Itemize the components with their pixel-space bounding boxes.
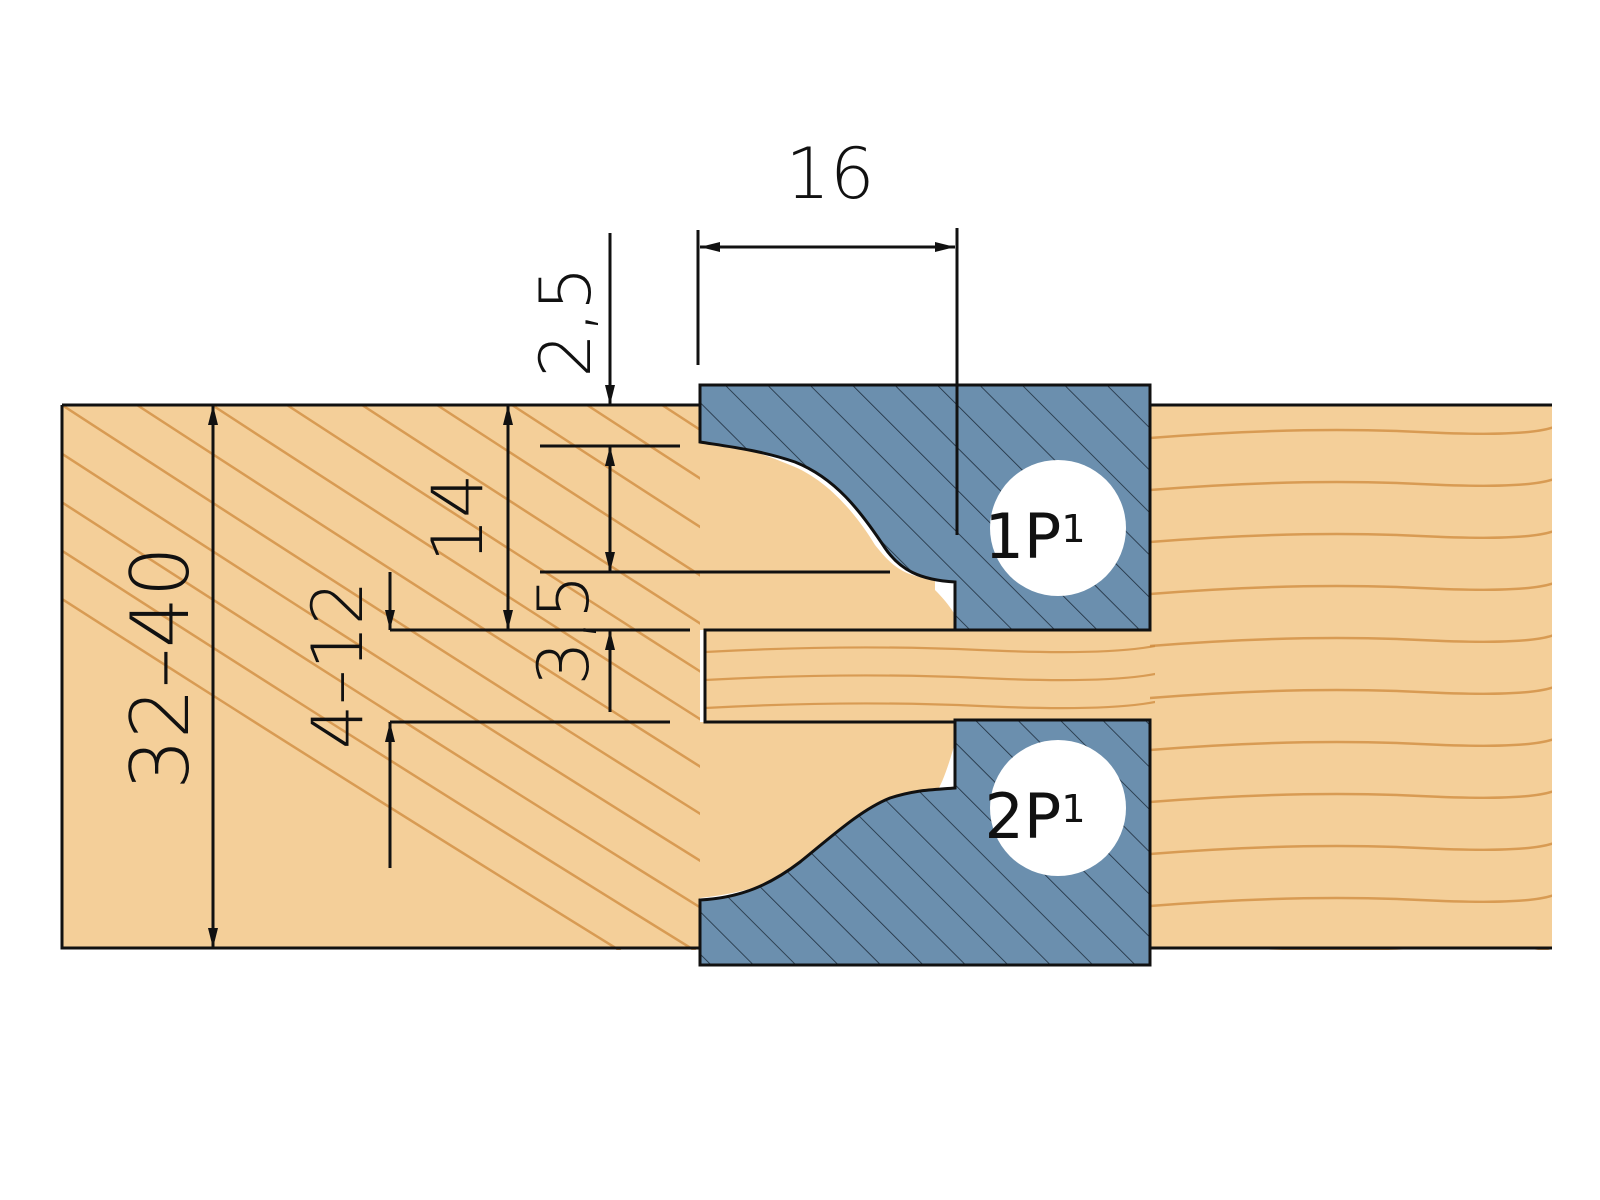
dim-groove-step: [540, 446, 690, 712]
left-wood-body: [62, 405, 960, 948]
dim-14-text: 14: [417, 473, 499, 562]
grain-line: [1150, 478, 1552, 492]
dim-2-5-text: 2,5: [525, 266, 607, 377]
grain-line: [1150, 790, 1552, 804]
grain-line: [705, 700, 1155, 710]
cutter-2p1: 2P1: [698, 718, 1152, 967]
grain-line: [62, 597, 622, 950]
left-workpiece: [60, 403, 960, 950]
grain-line: [62, 549, 697, 950]
left-wood-outline: [60, 403, 700, 950]
grain-line: [62, 452, 700, 863]
grain-line: [705, 672, 1155, 682]
dim-16-text: 16: [785, 133, 874, 215]
cutter-1p1-sub: 1: [1061, 507, 1085, 551]
grain-line: [705, 644, 1155, 654]
grain-line: [1150, 738, 1552, 752]
tongue-outline: [703, 628, 960, 724]
cutter-1p1-label: 1P1: [984, 500, 1085, 573]
dim-tongue: [385, 572, 670, 868]
grain-line: [1150, 842, 1552, 856]
grain-line: [1150, 686, 1552, 700]
right-grain: [1150, 426, 1552, 950]
cutter-2p1-sub: 1: [1061, 787, 1085, 831]
grain-line: [435, 405, 700, 577]
cutter-1p1-outline: [698, 383, 1152, 632]
grain-line: [1150, 530, 1552, 544]
cutter-2p1-label: 2P1: [984, 780, 1085, 853]
right-workpiece: [703, 403, 1552, 950]
cutter-2p1-badge: [990, 740, 1126, 876]
right-wood-outline: [1150, 403, 1552, 950]
grain-line: [285, 405, 700, 673]
cutter-1p1: 1P1: [698, 383, 1152, 632]
grain-line: [1150, 894, 1552, 908]
grain-line: [210, 405, 700, 721]
right-wood-body: [1150, 405, 1552, 948]
dim-32-40-text: 32–40: [114, 546, 207, 790]
dim-4-12-text: 4–12: [297, 581, 379, 750]
grain-line: [510, 405, 700, 529]
grain-line: [135, 405, 700, 768]
tongue-grain: [705, 644, 1155, 710]
grain-line: [1150, 426, 1552, 440]
cutter-1p1-badge: [990, 460, 1126, 596]
grain-line: [1150, 634, 1552, 648]
cutter-2p1-outline: [698, 718, 1152, 967]
dim-depth: [503, 405, 890, 630]
grain-line: [1150, 582, 1552, 596]
dim-width-top: [696, 228, 959, 535]
